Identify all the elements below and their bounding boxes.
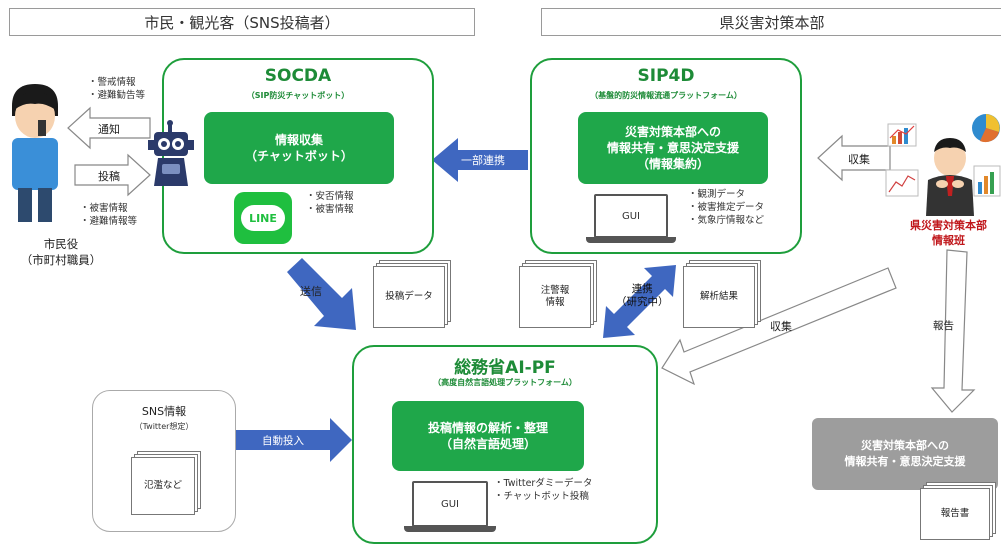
socda-subtitle: （SIP防災チャットボット）: [246, 91, 350, 100]
flood-doc: 氾濫など: [131, 457, 195, 515]
header-citizens-label: 市民・観光客（SNS投稿者）: [144, 13, 340, 32]
citizen-label-line1: 市民役: [43, 237, 79, 251]
citizen-bottom-notes: ・被害情報 ・避難情報等: [80, 202, 137, 228]
sip4d-support-box: 災害対策本部への 情報共有・意思決定支援 （情報集約）: [578, 112, 768, 184]
pref-label: 県災害対策本部 情報班: [896, 218, 1001, 248]
notify-arrow: [67, 106, 151, 150]
aipf-note-1: ・Twitterダミーデータ: [494, 478, 593, 489]
citizen-top-notes: ・警戒情報 ・避難勧告等: [88, 76, 145, 102]
socda-notes: ・安否情報 ・被害情報: [306, 190, 354, 216]
sns-title: SNS情報: [141, 405, 187, 418]
line-logo: LINE: [234, 192, 292, 244]
alert-info-text: 注警報 情報: [541, 285, 570, 309]
alert-info-line1: 注警報: [540, 285, 570, 296]
sns-info-box: SNS情報 （Twitter想定） 氾濫など: [92, 390, 236, 532]
robot-icon: [148, 120, 194, 186]
analysis-result-doc: 解析結果: [683, 266, 755, 328]
aipf-note-2: ・チャットボット投稿: [494, 491, 589, 502]
sip4d-note-3: ・気象庁情報など: [688, 215, 765, 226]
send-label: 送信: [300, 285, 322, 298]
pref-collect-arrow: [817, 134, 891, 182]
citizen-bottom-note-2: ・避難情報等: [80, 216, 138, 227]
sip4d-gui-label: GUI: [621, 210, 641, 222]
collect-diag-label: 収集: [770, 320, 792, 333]
socda-box-line2: （チャットボット）: [245, 149, 353, 163]
sip4d-gui-screen: GUI: [594, 194, 668, 238]
auto-input-label: 自動投入: [262, 435, 304, 447]
flood-label: 氾濫など: [143, 480, 182, 491]
aipf-panel: 総務省AI-PF （高度自然言語処理プラットフォーム） 投稿情報の解析・整理 （…: [352, 345, 658, 544]
collect-diag-arrow: [661, 267, 897, 386]
aipf-box-line1: 投稿情報の解析・整理: [427, 421, 548, 435]
sip4d-note-2: ・被害推定データ: [688, 202, 765, 213]
sns-sub: （Twitter想定）: [134, 422, 194, 431]
notify-label: 通知: [98, 123, 120, 136]
header-citizens: 市民・観光客（SNS投稿者）: [9, 8, 475, 36]
staff-figure-icon: [926, 138, 974, 216]
send-arrow: [287, 258, 356, 330]
analysis-result-label: 解析結果: [699, 291, 738, 302]
aipf-gui-label: GUI: [440, 498, 460, 510]
aipf-subtitle: （高度自然言語処理プラットフォーム）: [433, 378, 577, 387]
partial-link-arrow: [432, 138, 528, 182]
link-label-line1: 連携: [631, 283, 653, 295]
line-bubble: LINE: [241, 205, 285, 231]
socda-box-line1: 情報収集: [274, 133, 323, 147]
partial-link-label: 一部連携: [461, 154, 505, 167]
aipf-box-line2: （自然言語処理）: [439, 437, 536, 451]
aipf-title: 総務省AI-PF: [454, 358, 556, 378]
report-arrow: [930, 249, 976, 413]
alert-info-doc: 注警報 情報: [519, 266, 591, 328]
citizen-bottom-note-1: ・被害情報: [80, 203, 128, 214]
post-label: 投稿: [98, 170, 120, 183]
header-prefecture-label: 県災害対策本部: [719, 13, 825, 32]
decision-support-line2: 情報共有・意思決定支援: [844, 455, 966, 468]
socda-title: SOCDA: [264, 66, 332, 86]
link-label: 連携 （研究中）: [616, 283, 669, 309]
report-doc: 報告書: [920, 488, 990, 540]
sip4d-gui-base: [586, 237, 676, 243]
decision-support-line1: 災害対策本部への: [861, 439, 949, 452]
post-data-label: 投稿データ: [385, 291, 433, 302]
header-prefecture: 県災害対策本部: [541, 8, 1001, 36]
sip4d-note-1: ・観測データ: [688, 189, 746, 200]
decision-support-box: 災害対策本部への 情報共有・意思決定支援: [812, 418, 998, 490]
socda-collect-box: 情報収集 （チャットボット）: [204, 112, 394, 184]
chart-thumbnail-icons: [885, 114, 1001, 197]
aipf-analysis-box: 投稿情報の解析・整理 （自然言語処理）: [392, 401, 584, 471]
citizen-figure-icon: [12, 84, 58, 222]
citizen-label-line2: （市町村職員）: [20, 253, 102, 267]
post-data-doc: 投稿データ: [373, 266, 445, 328]
citizen-top-note-2: ・避難勧告等: [88, 90, 146, 101]
post-arrow: [74, 153, 151, 197]
sip4d-box-line3: （情報集約）: [636, 157, 709, 171]
report-label: 報告: [933, 320, 954, 332]
socda-panel: SOCDA （SIP防災チャットボット） 情報収集 （チャットボット） LINE…: [162, 58, 434, 254]
sip4d-title: SIP4D: [637, 66, 695, 86]
link-label-line2: （研究中）: [616, 296, 669, 308]
sip4d-box-line1: 災害対策本部への: [624, 125, 721, 139]
line-logo-text: LINE: [249, 211, 277, 225]
socda-note-2: ・被害情報: [306, 204, 354, 215]
pref-collect-label: 収集: [848, 153, 870, 166]
pref-label-line2: 情報班: [932, 234, 965, 247]
citizen-label: 市民役 （市町村職員）: [6, 236, 116, 268]
citizen-top-note-1: ・警戒情報: [88, 77, 136, 88]
link-arrow: [603, 265, 676, 338]
auto-input-arrow: [236, 418, 352, 462]
sip4d-box-line2: 情報共有・意思決定支援: [606, 141, 739, 155]
aipf-gui-screen: GUI: [412, 481, 488, 527]
aipf-notes: ・Twitterダミーデータ ・チャットボット投稿: [494, 477, 592, 503]
aipf-gui-base: [404, 526, 496, 532]
socda-note-1: ・安否情報: [306, 191, 354, 202]
pref-label-line1: 県災害対策本部: [910, 219, 987, 232]
alert-info-line2: 情報: [545, 297, 565, 308]
sip4d-panel: SIP4D （基盤的防災情報流通プラットフォーム） 災害対策本部への 情報共有・…: [530, 58, 802, 254]
sip4d-subtitle: （基盤的防災情報流通プラットフォーム）: [590, 91, 742, 100]
report-doc-label: 報告書: [940, 508, 970, 519]
sip4d-notes: ・観測データ ・被害推定データ ・気象庁情報など: [688, 188, 764, 227]
